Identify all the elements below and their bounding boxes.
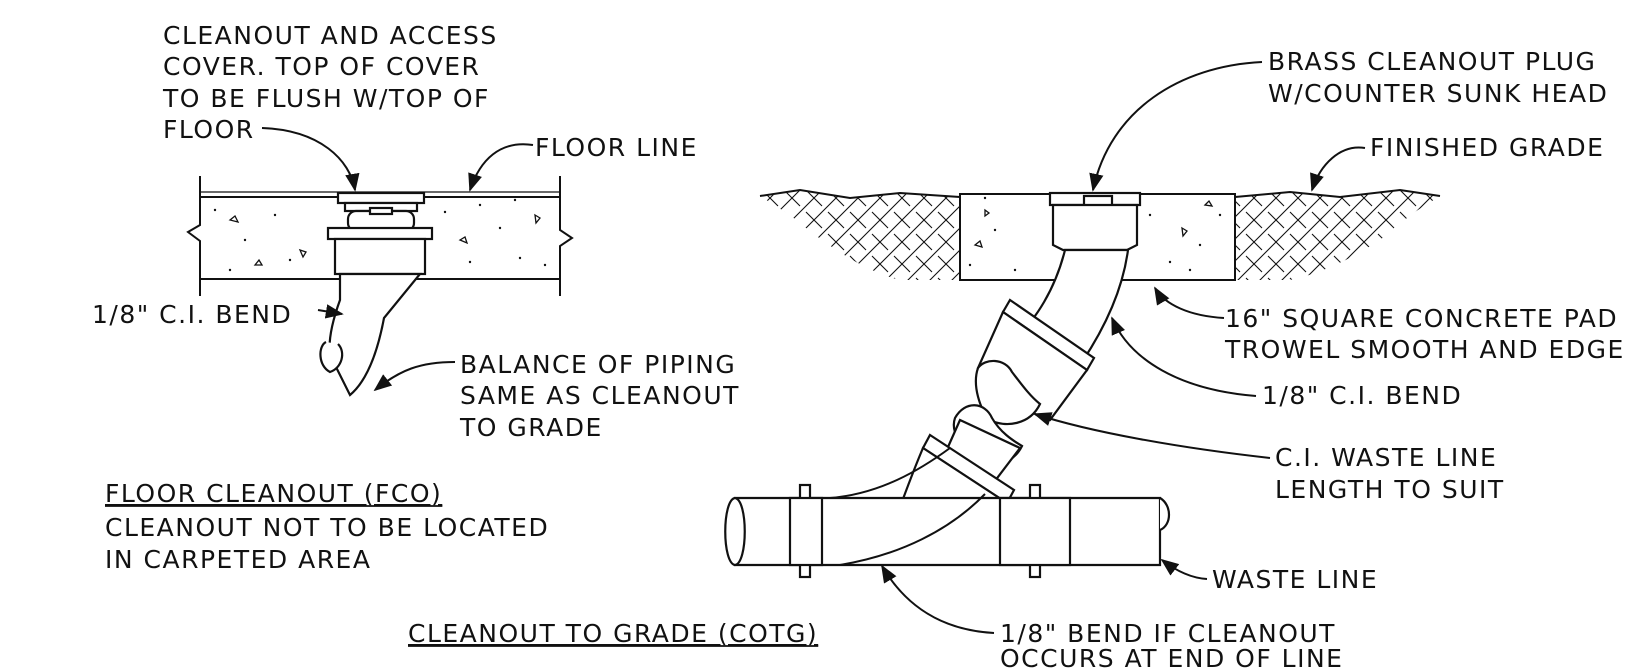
title-cleanout-to-grade: CLEANOUT TO GRADE (COTG) (408, 619, 818, 648)
leader-floor-line (468, 143, 534, 192)
leader-access-cover (261, 127, 360, 192)
note-floor-cleanout: CLEANOUT NOT TO BE LOCATED IN CARPETED A… (105, 513, 559, 574)
label-ci-bend-right: 1/8" C.I. BEND (1262, 381, 1462, 410)
label-balance-piping: BALANCE OF PIPING SAME AS CLEANOUT TO GR… (459, 350, 749, 442)
floor-cleanout-detail (186, 176, 574, 397)
label-waste-line: WASTE LINE (1212, 565, 1378, 594)
label-ci-waste-line: C.I. WASTE LINE LENGTH TO SUIT (1275, 443, 1507, 504)
concrete-dots (213, 198, 547, 272)
leader-balance-piping (373, 361, 456, 392)
leader-brass-plug (1089, 61, 1263, 192)
concrete-speckle (228, 213, 541, 266)
label-access-cover: CLEANOUT AND ACCESS COVER. TOP OF COVER … (162, 21, 507, 144)
label-bend-end: 1/8" BEND IF CLEANOUT OCCURS AT END OF L… (1000, 619, 1345, 668)
label-finished-grade: FINISHED GRADE (1370, 133, 1604, 162)
leader-finished-grade (1310, 146, 1366, 192)
label-brass-plug: BRASS CLEANOUT PLUG W/COUNTER SUNK HEAD (1268, 47, 1608, 108)
leader-ci-waste-line (1033, 412, 1271, 459)
title-floor-cleanout: FLOOR CLEANOUT (FCO) (105, 479, 442, 508)
leader-waste-line (1160, 558, 1208, 580)
cleanout-to-grade-detail (724, 188, 1441, 579)
leader-bend-end (881, 564, 995, 634)
leader-ci-bend-right (1111, 316, 1257, 397)
label-concrete-pad: 16" SQUARE CONCRETE PAD TROWEL SMOOTH AN… (1224, 304, 1628, 364)
label-ci-bend-left: 1/8" C.I. BEND (92, 300, 292, 329)
leader-ci-bend-left (317, 304, 344, 319)
label-floor-line: FLOOR LINE (535, 133, 698, 162)
pad-speckle (973, 199, 1214, 248)
leader-concrete-pad (1154, 286, 1225, 319)
pad-dots (968, 196, 1222, 272)
